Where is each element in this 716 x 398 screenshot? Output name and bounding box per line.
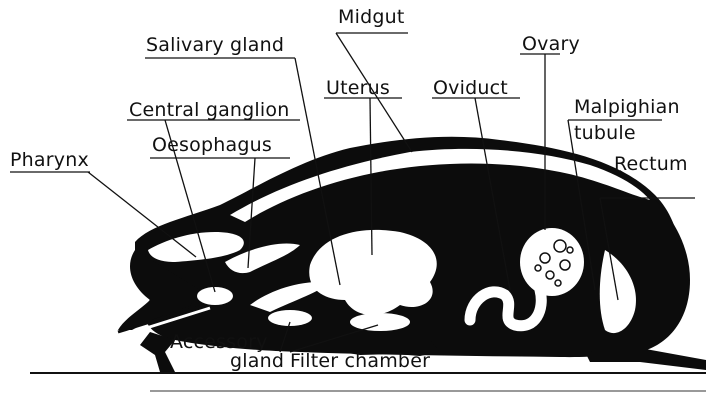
- label-malpighian: Malpighian: [574, 98, 680, 117]
- label-ovary: Ovary: [522, 35, 580, 54]
- filter-chamber-lumen: [350, 313, 410, 331]
- label-oviduct: Oviduct: [433, 79, 508, 98]
- label-gland: gland: [230, 352, 284, 371]
- label-midgut: Midgut: [338, 8, 405, 27]
- ovary-lumen: [520, 228, 584, 296]
- label-rectum: Rectum: [614, 155, 688, 174]
- label-uterus: Uterus: [326, 79, 390, 98]
- label-salivary-gland: Salivary gland: [146, 36, 284, 55]
- label-tubule: tubule: [574, 124, 636, 143]
- label-filter-chamber: Filter chamber: [290, 352, 430, 371]
- label-oesophagus: Oesophagus: [152, 136, 272, 155]
- label-central-ganglion: Central ganglion: [129, 101, 289, 120]
- legs-rear: [585, 348, 706, 370]
- label-pharynx: Pharynx: [10, 151, 89, 170]
